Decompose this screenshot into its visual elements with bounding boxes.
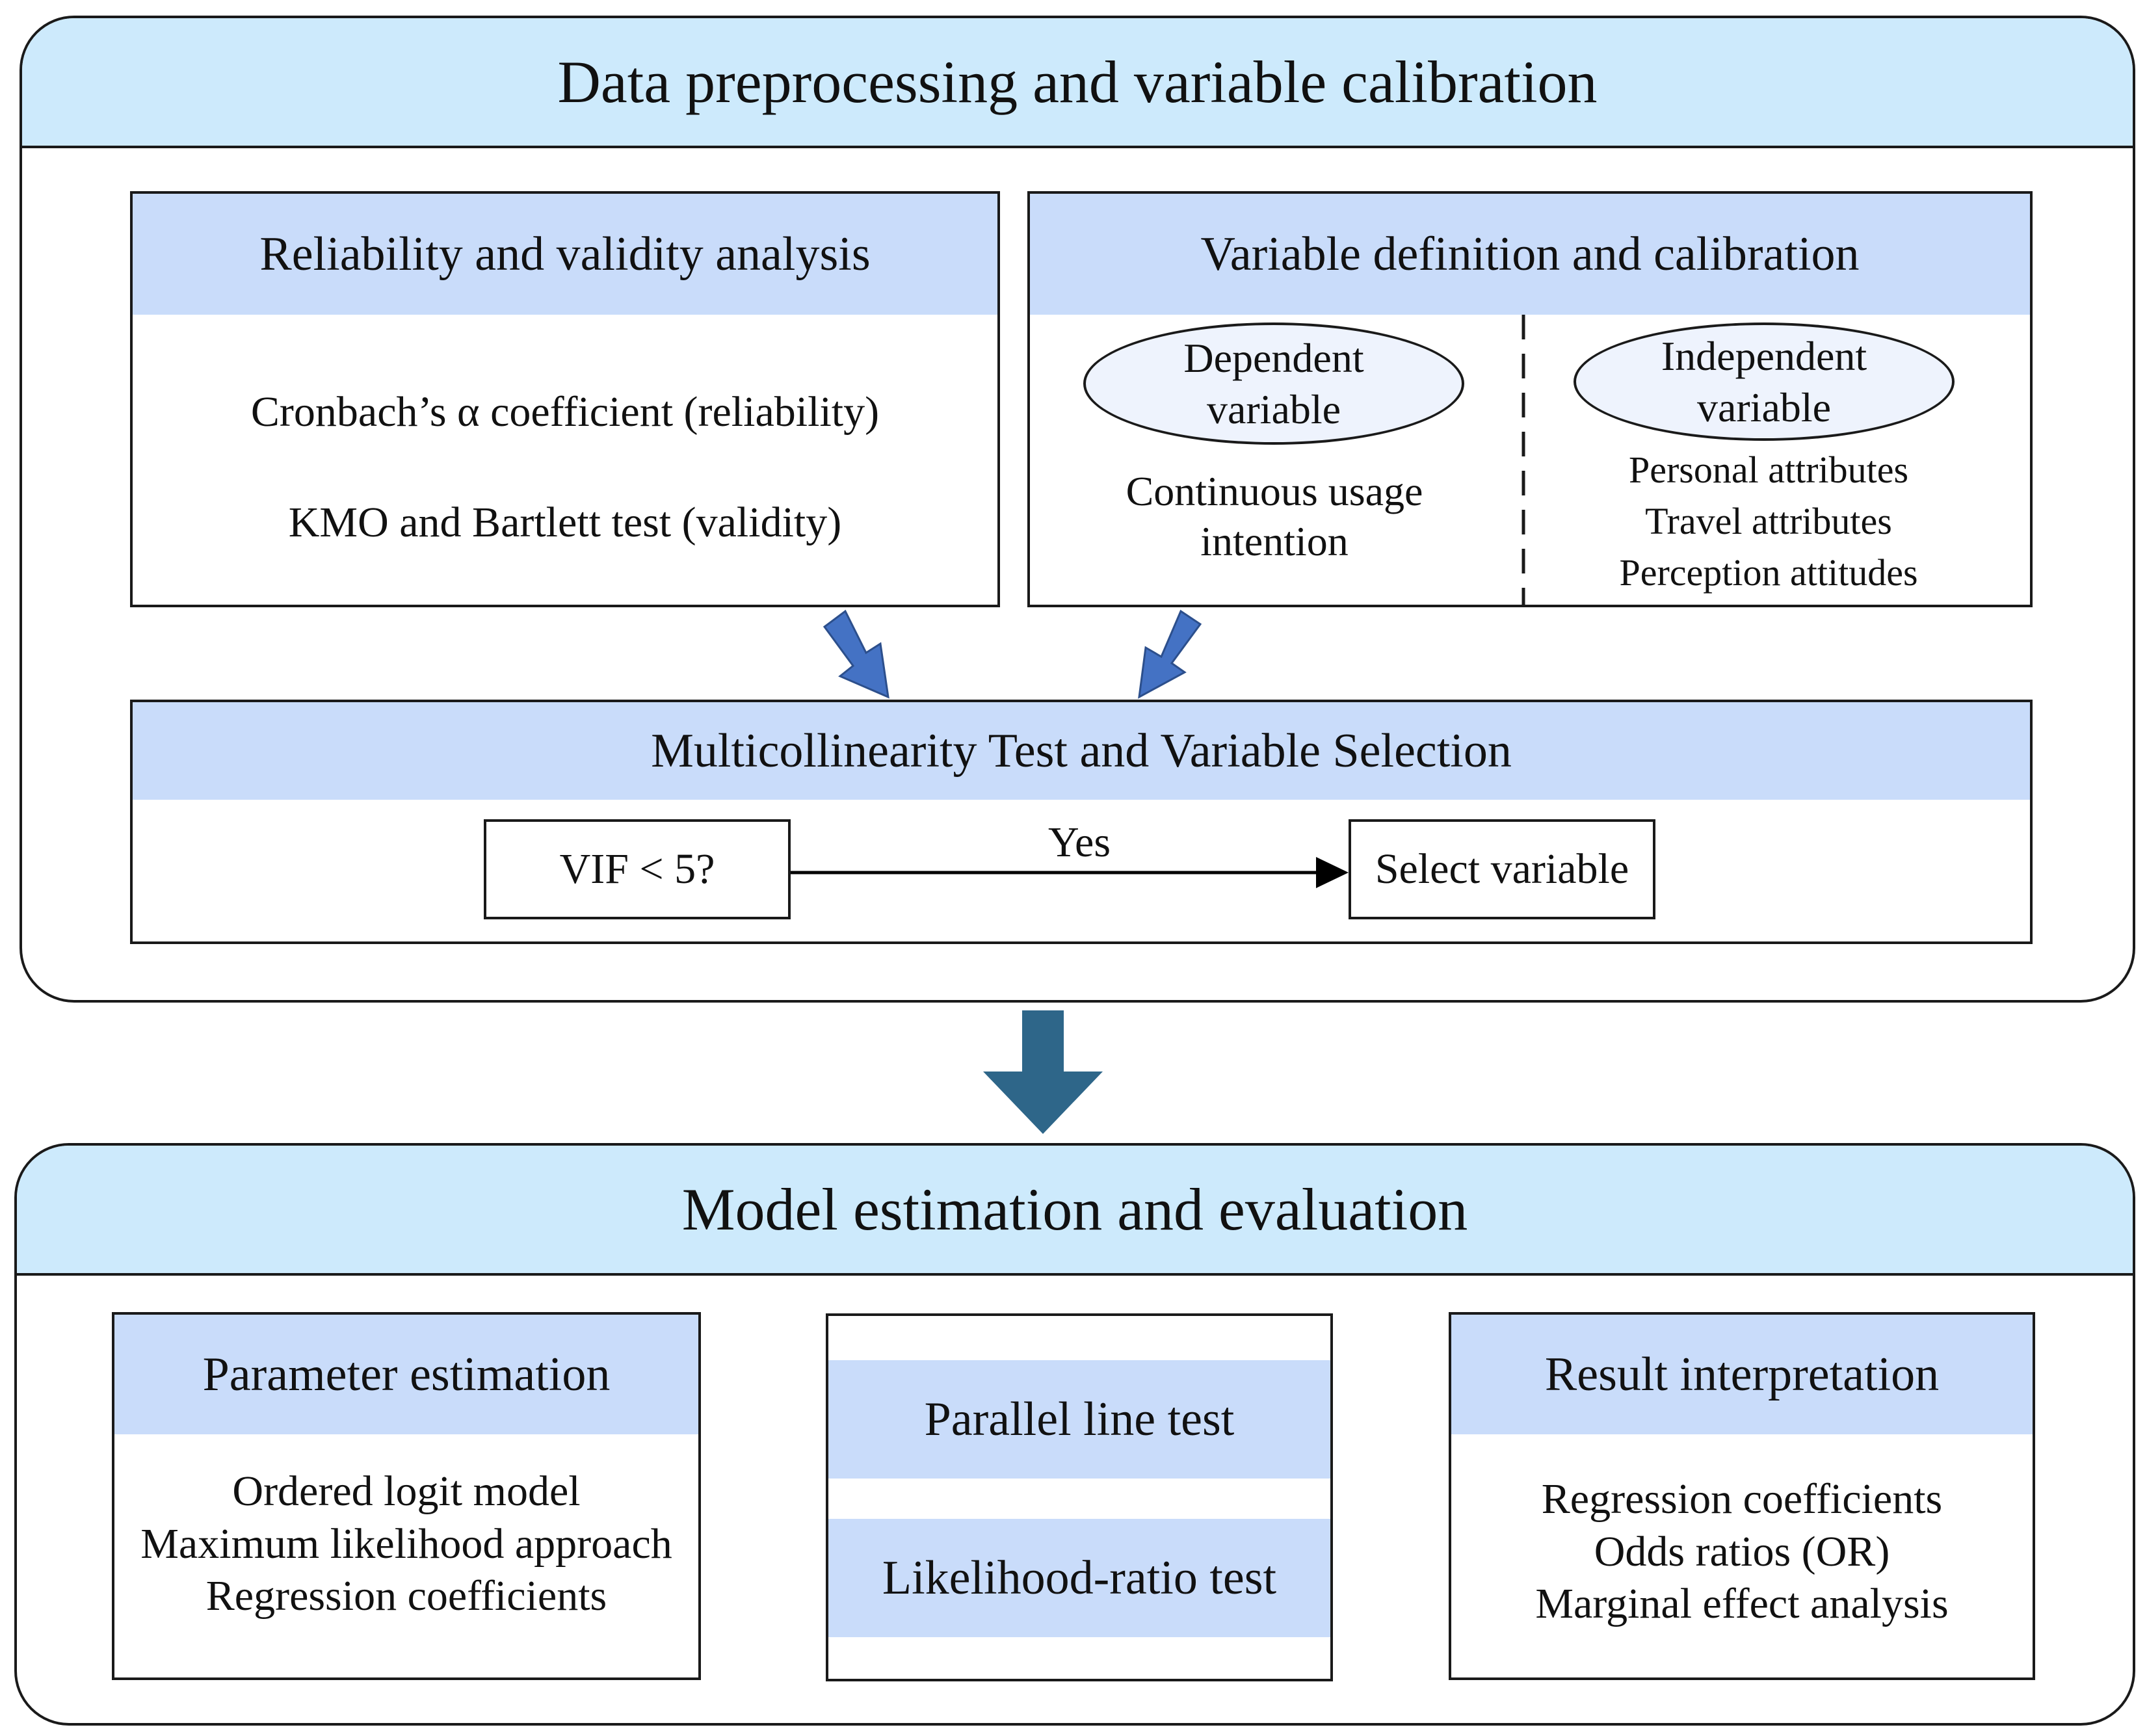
reliability-title: Reliability and validity analysis	[259, 227, 871, 281]
independent-item-personal: Personal attributes	[1628, 449, 1909, 491]
parameter-estimation-lines: Ordered logit model Maximum likelihood a…	[114, 1466, 698, 1623]
variable-definition-title: Variable definition and calibration	[1200, 227, 1860, 281]
dependent-oval-line-1: Dependent	[1183, 334, 1364, 381]
select-variable-label: Select variable	[1375, 845, 1629, 893]
dependent-variable-oval: Dependent variable	[1083, 322, 1464, 445]
parameter-line-3: Regression coefficients	[205, 1572, 607, 1620]
independent-oval-line-1: Independent	[1661, 332, 1867, 379]
result-line-1: Regression coefficients	[1541, 1475, 1943, 1523]
multicollinearity-title: Multicollinearity Test and Variable Sele…	[651, 724, 1512, 778]
dependent-oval-line-2: variable	[1206, 386, 1341, 432]
independent-attributes: Personal attributes Travel attributes Pe…	[1548, 445, 1990, 599]
parallel-line-test-label: Parallel line test	[924, 1392, 1235, 1446]
parallel-line-test-band: Parallel line test	[828, 1360, 1330, 1479]
preprocessing-panel-title: Data preprocessing and variable calibrat…	[557, 49, 1598, 115]
tests-box: Parallel line test Likelihood-ratio test	[826, 1313, 1333, 1681]
preprocessing-panel-header: Data preprocessing and variable calibrat…	[22, 18, 2133, 148]
multicollinearity-box: Multicollinearity Test and Variable Sele…	[130, 700, 2033, 944]
dependent-desc-line-2: intention	[1200, 518, 1349, 564]
likelihood-ratio-test-label: Likelihood-ratio test	[882, 1551, 1277, 1605]
reliability-header: Reliability and validity analysis	[133, 194, 997, 315]
parameter-estimation-title: Parameter estimation	[202, 1347, 611, 1401]
panel-transition-arrow	[983, 1010, 1103, 1134]
result-line-3: Marginal effect analysis	[1535, 1580, 1949, 1628]
variable-definition-header: Variable definition and calibration	[1030, 194, 2030, 315]
result-interpretation-box: Result interpretation Regression coeffic…	[1449, 1312, 2035, 1680]
independent-item-travel: Travel attributes	[1645, 499, 1892, 542]
parameter-line-2: Maximum likelihood approach	[140, 1519, 672, 1568]
multicollinearity-header: Multicollinearity Test and Variable Sele…	[133, 702, 2030, 800]
yes-edge-label: Yes	[1047, 819, 1111, 866]
result-interpretation-lines: Regression coefficients Odds ratios (OR)…	[1451, 1473, 2033, 1631]
vif-condition-label: VIF < 5?	[559, 845, 715, 893]
result-interpretation-title: Result interpretation	[1544, 1347, 1940, 1401]
independent-variable-oval: Independent variable	[1574, 322, 1955, 441]
parameter-estimation-box: Parameter estimation Ordered logit model…	[112, 1312, 701, 1680]
result-interpretation-header: Result interpretation	[1451, 1315, 2033, 1434]
vif-condition-box: VIF < 5?	[484, 819, 791, 919]
result-line-2: Odds ratios (OR)	[1594, 1527, 1890, 1575]
independent-item-perception: Perception attitudes	[1619, 551, 1918, 594]
parameter-line-1: Ordered logit model	[232, 1467, 581, 1515]
independent-oval-line-2: variable	[1696, 384, 1832, 430]
reliability-line-1: Cronbach’s α coefficient (reliability)	[250, 388, 880, 436]
dependent-desc-line-1: Continuous usage	[1126, 468, 1423, 514]
select-variable-box: Select variable	[1349, 819, 1655, 919]
parameter-estimation-header: Parameter estimation	[114, 1315, 698, 1434]
dependent-description: Continuous usage intention	[1066, 467, 1482, 567]
model-estimation-panel-header: Model estimation and evaluation	[17, 1146, 2133, 1276]
reliability-line-2: KMO and Bartlett test (validity)	[288, 499, 842, 546]
likelihood-ratio-test-band: Likelihood-ratio test	[828, 1519, 1330, 1637]
reliability-box: Reliability and validity analysis Cronba…	[130, 191, 1000, 607]
model-estimation-panel-title: Model estimation and evaluation	[681, 1176, 1468, 1243]
